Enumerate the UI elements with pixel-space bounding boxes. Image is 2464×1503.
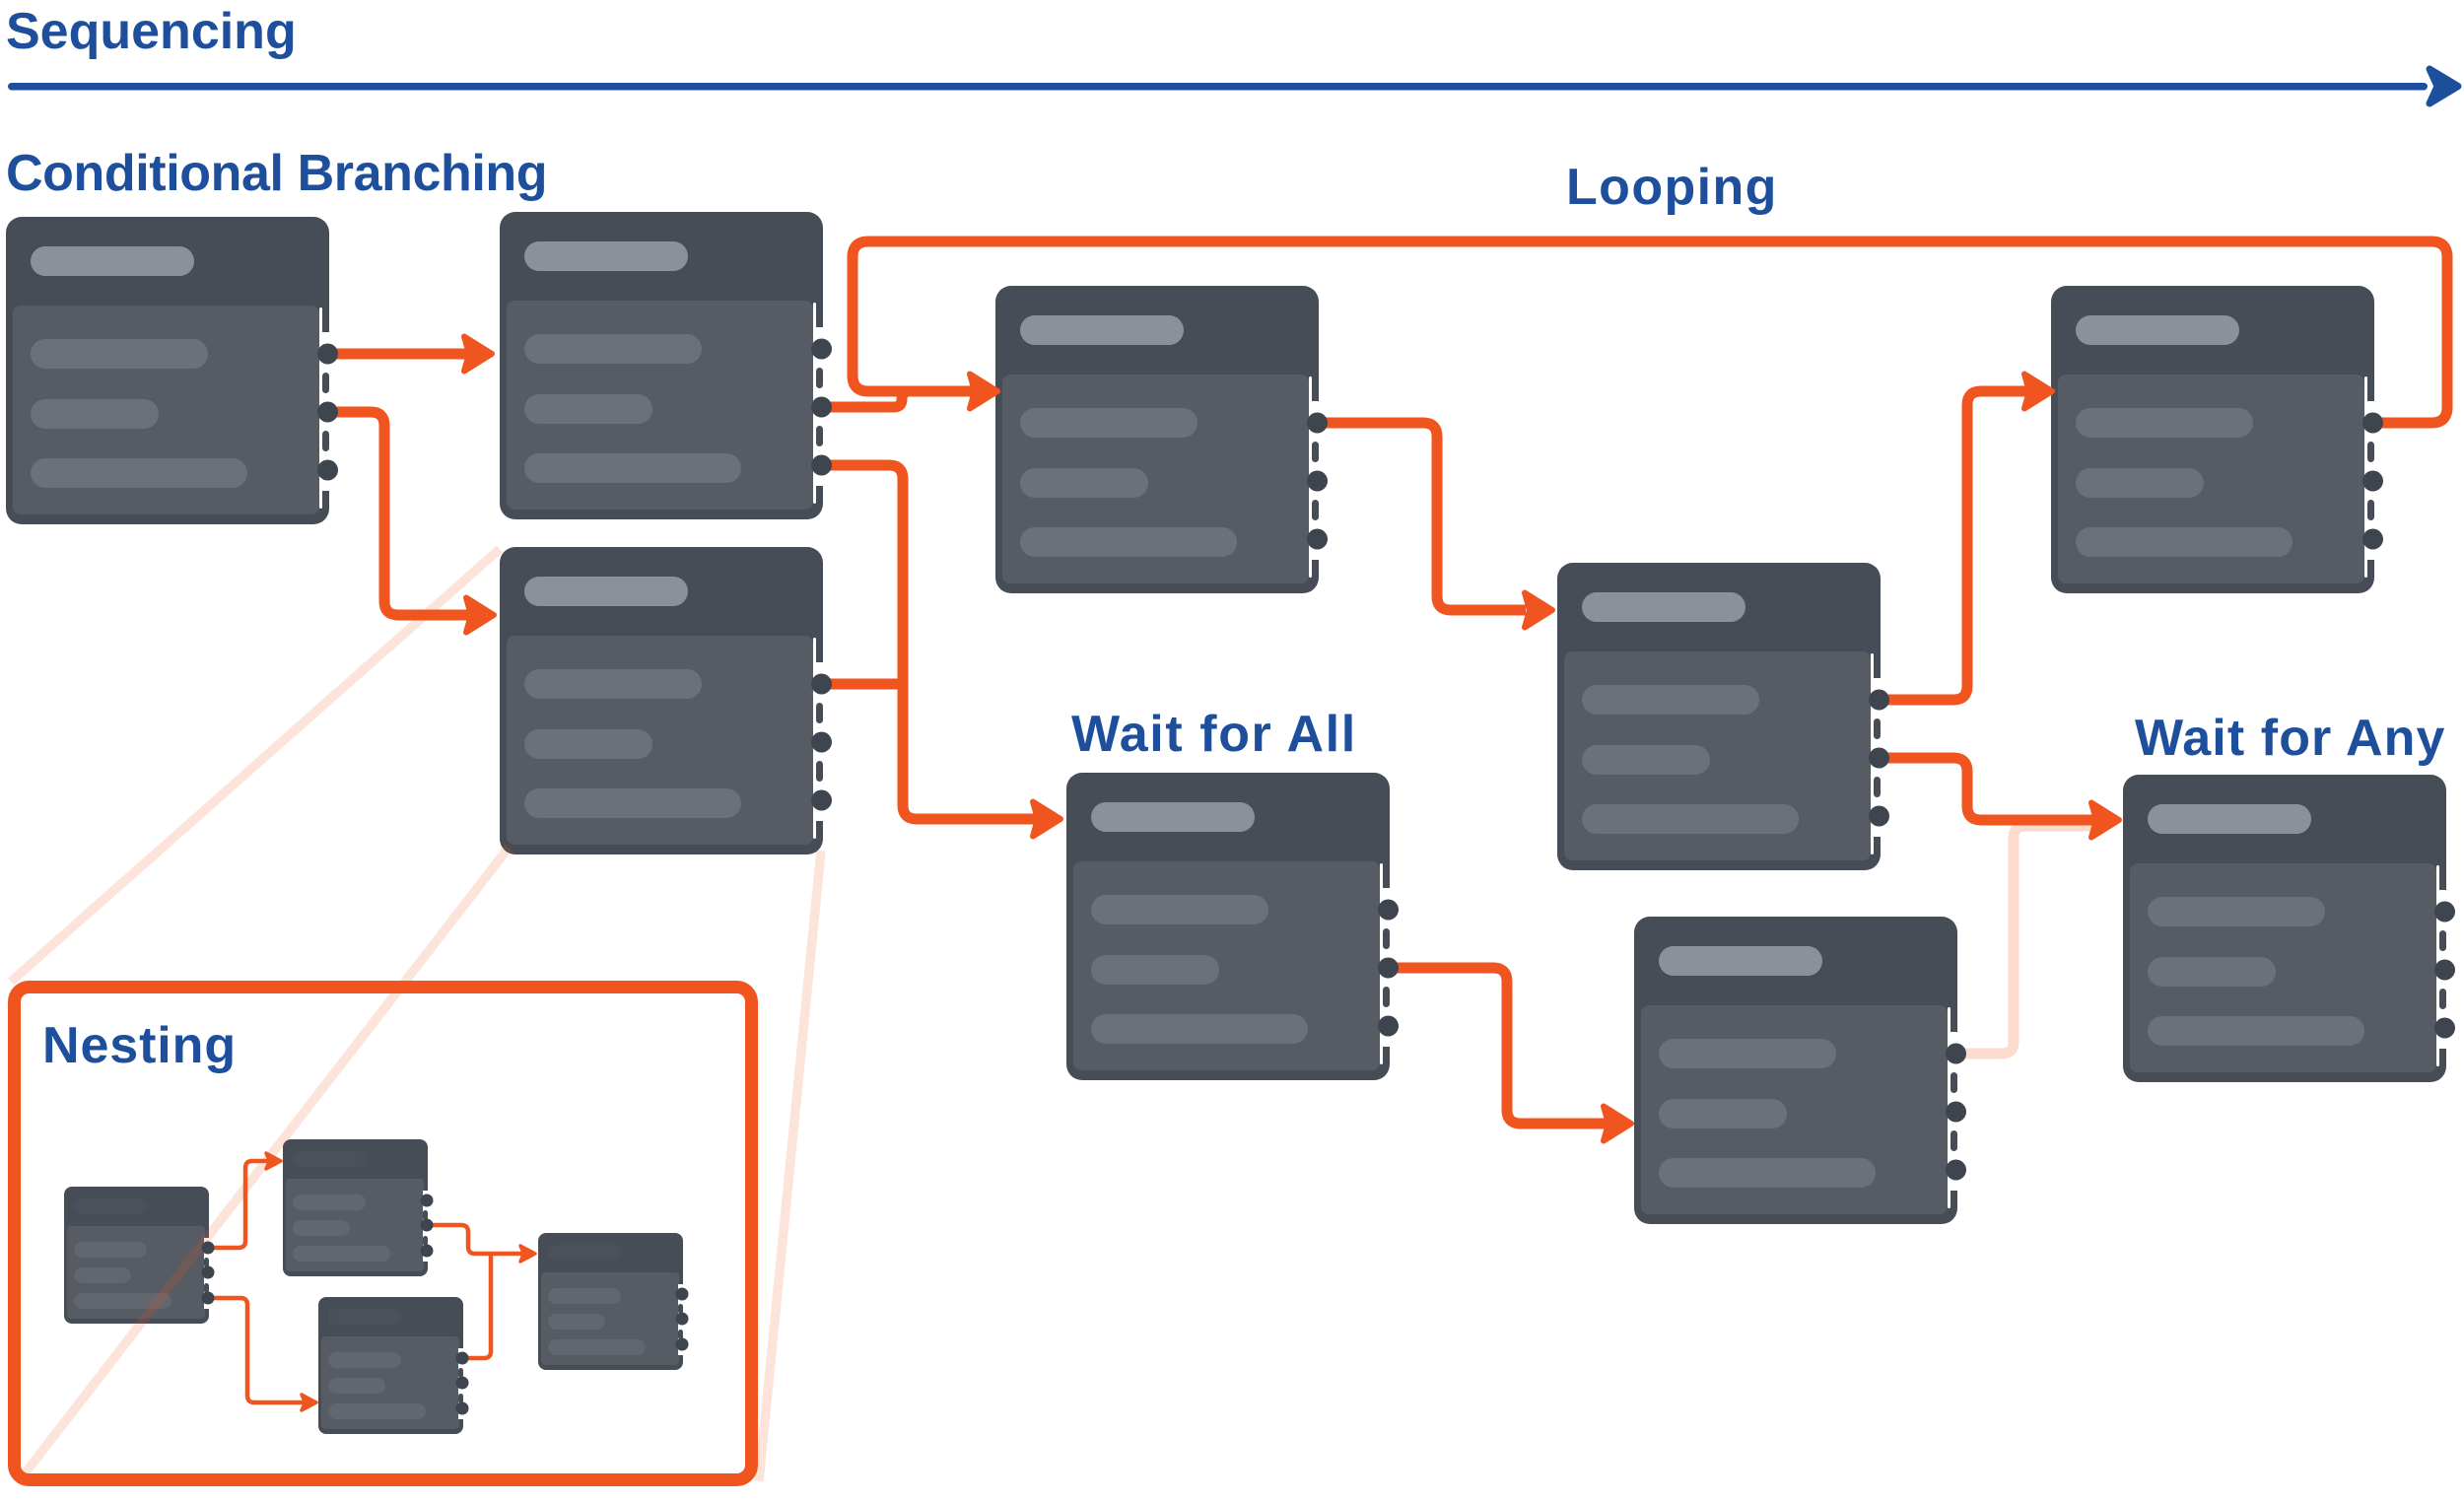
svg-text:Wait for All: Wait for All — [1071, 706, 1357, 763]
svg-text:Wait for Any: Wait for Any — [2135, 710, 2446, 767]
svg-text:Nesting: Nesting — [42, 1017, 237, 1074]
svg-text:Sequencing: Sequencing — [6, 3, 297, 60]
svg-text:Conditional Branching: Conditional Branching — [6, 145, 547, 202]
svg-text:Looping: Looping — [1566, 159, 1778, 216]
